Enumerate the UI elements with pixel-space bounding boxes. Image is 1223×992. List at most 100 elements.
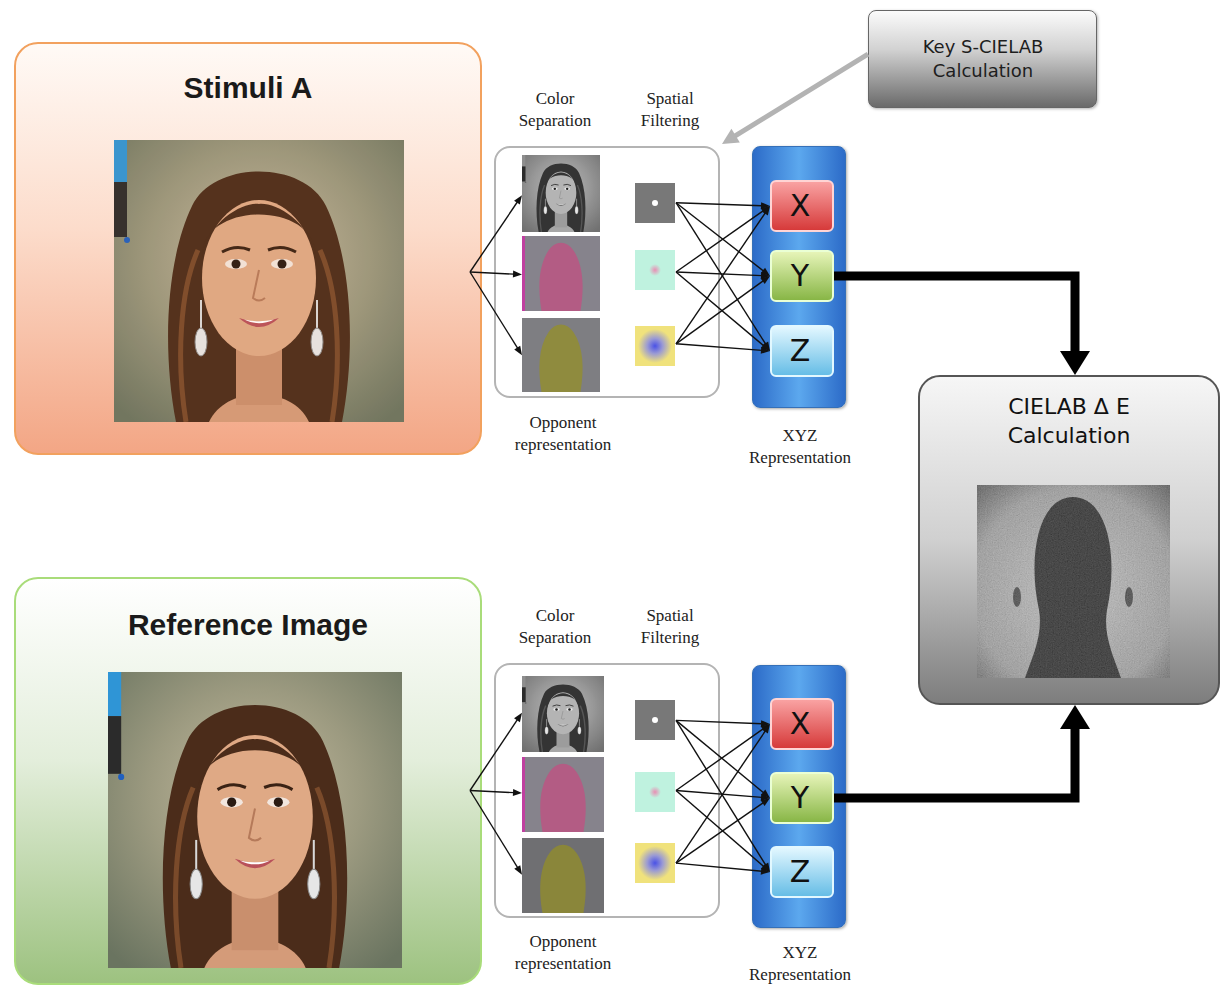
step-label: Opponent representation: [493, 412, 633, 456]
connector-arrow: [676, 202, 770, 344]
arrowhead: [513, 271, 522, 278]
connector-line: [470, 791, 514, 793]
connector-line: [676, 720, 762, 723]
connector-line: [470, 202, 518, 272]
channel-letter: Y: [772, 780, 828, 816]
arrowhead: [761, 347, 770, 354]
connector-line: [676, 720, 766, 865]
connector-line: [834, 276, 1075, 352]
step-label: Color Separation: [505, 605, 605, 649]
connector-arrow: [722, 54, 868, 144]
arrowhead: [1060, 705, 1090, 729]
connector-arrow: [676, 720, 770, 874]
arrowhead: [761, 868, 770, 875]
connector-line: [676, 203, 764, 271]
connector-line: [676, 720, 764, 793]
connector-line: [676, 791, 762, 798]
callout-box: Key S-CIELAB Calculation: [868, 10, 1097, 108]
arrowhead: [761, 276, 770, 284]
stimulus-panel: Stimuli A: [14, 42, 482, 455]
connector-line: [676, 791, 764, 867]
connector-line: [676, 203, 762, 206]
arrowhead: [761, 272, 770, 279]
arrowhead: [722, 129, 740, 144]
arrowhead: [762, 724, 770, 733]
arrowhead: [761, 724, 770, 732]
arrowhead: [514, 195, 522, 204]
channel-letter: X: [772, 706, 828, 742]
connector-line: [676, 731, 766, 864]
channel-letter: X: [772, 188, 828, 224]
channel-letter: Z: [772, 333, 828, 369]
channel-box: X: [770, 180, 834, 232]
arrowhead: [761, 268, 770, 276]
connector-arrow: [834, 276, 1090, 375]
connector-line: [470, 719, 518, 790]
step-label: Spatial Filtering: [620, 605, 720, 649]
connector-line: [470, 272, 514, 274]
processing-group: Color SeparationSpatial FilteringOpponen…: [494, 146, 720, 398]
delta-e-box: CIELAB Δ E Calculation: [918, 375, 1220, 705]
connector-line: [676, 344, 762, 351]
channel-box: Y: [770, 772, 834, 824]
arrowhead: [762, 342, 770, 351]
connector-line: [735, 54, 868, 136]
connector-line: [676, 281, 764, 344]
xyz-bar: XYZ RepresentationXYZ: [752, 146, 846, 408]
connector-arrow: [470, 195, 522, 355]
connector-arrow: [676, 720, 770, 863]
arrowhead: [761, 343, 770, 351]
bar-label: XYZ Representation: [735, 425, 865, 469]
step-label: Spatial Filtering: [620, 88, 720, 132]
connector-line: [676, 211, 763, 272]
connector-line: [470, 791, 518, 868]
arrowhead: [762, 206, 770, 215]
channel-letter: Z: [772, 854, 828, 890]
connector-line: [676, 863, 762, 871]
arrowhead: [761, 798, 770, 806]
connector-arrow: [834, 705, 1090, 798]
step-label: Color Separation: [505, 88, 605, 132]
connector-line: [676, 803, 763, 864]
arrowhead: [761, 790, 770, 798]
step-label: Opponent representation: [493, 931, 633, 975]
connector-line: [834, 728, 1075, 798]
channel-box: Y: [770, 250, 834, 302]
arrowhead: [761, 206, 770, 214]
arrowhead: [761, 202, 770, 209]
box-title: CIELAB Δ E Calculation: [969, 393, 1169, 450]
connector-line: [470, 272, 518, 348]
connector-arrow: [676, 203, 770, 354]
connector-arrow: [470, 713, 522, 875]
arrowhead: [513, 789, 522, 796]
arrowhead: [514, 713, 522, 722]
connector-line: [676, 203, 766, 345]
reference-panel: Reference Image: [14, 577, 482, 985]
callout-text: Key S-CIELAB Calculation: [898, 35, 1068, 84]
arrowhead: [761, 863, 770, 872]
xyz-bar: XYZ RepresentationXYZ: [752, 665, 846, 928]
connector-line: [676, 729, 763, 791]
connector-line: [676, 213, 765, 344]
channel-letter: Y: [772, 258, 828, 294]
arrowhead: [762, 863, 770, 872]
connector-line: [676, 272, 764, 346]
arrowhead: [514, 346, 522, 355]
arrowhead: [514, 865, 522, 874]
arrowhead: [761, 794, 770, 801]
panel-title: Stimuli A: [16, 70, 480, 106]
processing-group: Color SeparationSpatial FilteringOpponen…: [494, 663, 720, 918]
arrowhead: [1060, 351, 1090, 375]
panel-title: Reference Image: [16, 607, 480, 643]
arrowhead: [761, 720, 770, 727]
connector-arrow: [676, 720, 770, 863]
bar-label: XYZ Representation: [735, 942, 865, 986]
connector-line: [676, 272, 762, 276]
channel-box: X: [770, 698, 834, 750]
connector-arrow: [676, 203, 770, 344]
channel-box: Z: [770, 325, 834, 377]
channel-box: Z: [770, 846, 834, 898]
